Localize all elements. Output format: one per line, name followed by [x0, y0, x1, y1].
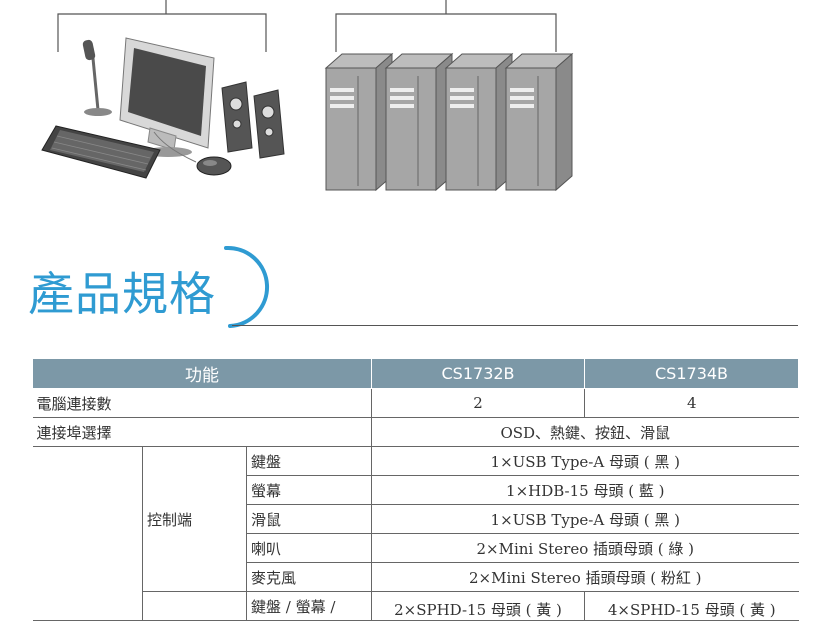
row-value-b: 4×SPHD-15 母頭 ( 黃 ) [584, 591, 799, 621]
item-value: 2×Mini Stereo 插頭母頭 ( 綠 ) [371, 533, 799, 563]
table-row: 電腦連接數 2 4 [32, 388, 799, 418]
header-model-b: CS1734B [584, 358, 800, 389]
item-value: 2×Mini Stereo 插頭母頭 ( 粉紅 ) [371, 562, 799, 592]
server-icon [324, 52, 574, 192]
item-label: 螢幕 [245, 475, 373, 505]
table-row: 連接埠選擇 OSD、熱鍵、按鈕、滑鼠 [32, 417, 799, 447]
item-value: 1×USB Type-A 母頭 ( 黑 ) [371, 504, 799, 534]
row-label: 連接埠選擇 [32, 417, 373, 447]
section-title: 產品規格 [28, 267, 216, 321]
keyboard-icon [41, 125, 161, 179]
group-label-empty [142, 591, 247, 621]
row-value-a: 2×SPHD-15 母頭 ( 黃 ) [371, 591, 586, 621]
table-row: 喇叭 2×Mini Stereo 插頭母頭 ( 綠 ) [33, 533, 799, 563]
mouse-icon [153, 131, 232, 176]
table-header-row: 功能 CS1732B CS1734B [31, 358, 800, 389]
title-arc-decoration [224, 245, 269, 328]
spec-table: 功能 CS1732B CS1734B 電腦連接數 2 4 連接埠選擇 OSD、熱… [31, 358, 800, 621]
title-divider [232, 325, 798, 326]
item-label: 麥克風 [245, 562, 373, 592]
item-value: 1×USB Type-A 母頭 ( 黑 ) [371, 446, 799, 476]
header-model-a: CS1732B [371, 358, 586, 389]
row-label: 電腦連接數 [32, 388, 373, 418]
table-row: 滑鼠 1×USB Type-A 母頭 ( 黑 ) [33, 504, 799, 534]
table-row: 鍵盤 / 螢幕 / 2×SPHD-15 母頭 ( 黃 ) 4×SPHD-15 母… [33, 591, 799, 621]
group-label-console: 控制端 [142, 446, 247, 592]
connection-illustration [41, 0, 574, 192]
group-cell-empty [32, 446, 143, 621]
row-value-b: 4 [584, 388, 799, 418]
item-label: 滑鼠 [245, 504, 373, 534]
connection-lines [57, 0, 557, 52]
item-label: 鍵盤 / 螢幕 / [245, 591, 373, 621]
table-row: 控制端 鍵盤 1×USB Type-A 母頭 ( 黑 ) [32, 446, 799, 621]
table-row: 麥克風 2×Mini Stereo 插頭母頭 ( 粉紅 ) [33, 562, 799, 592]
header-function: 功能 [31, 358, 373, 389]
item-value: 1×HDB-15 母頭 ( 藍 ) [371, 475, 799, 505]
table-row: 螢幕 1×HDB-15 母頭 ( 藍 ) [33, 475, 799, 505]
row-value-a: 2 [371, 388, 586, 418]
item-label: 鍵盤 [245, 446, 373, 476]
speaker-icon [221, 81, 285, 159]
item-label: 喇叭 [245, 533, 373, 563]
row-value: OSD、熱鍵、按鈕、滑鼠 [371, 417, 799, 447]
monitor-icon [119, 37, 215, 157]
microphone-icon [82, 39, 112, 116]
